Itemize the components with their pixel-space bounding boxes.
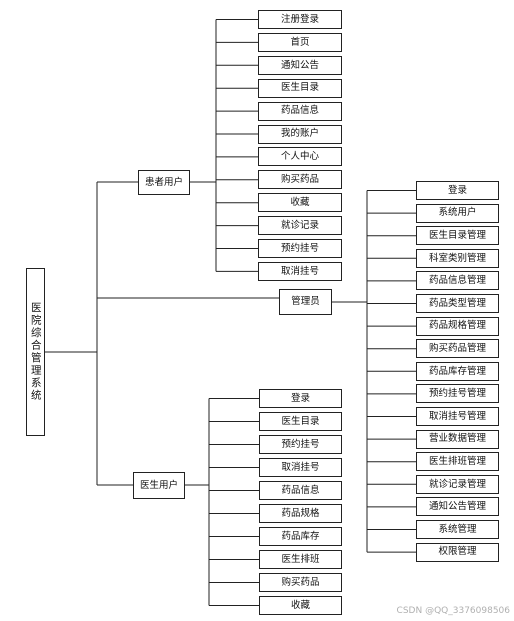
- admin-item: 医生排班管理: [416, 452, 499, 472]
- doctor-node: 医生用户: [133, 472, 185, 499]
- admin-item: 药品类型管理: [416, 294, 499, 313]
- admin-item: 营业数据管理: [416, 429, 499, 449]
- doctor-item: 药品库存: [259, 527, 342, 546]
- doctor-item: 购买药品: [259, 573, 342, 592]
- doctor-item: 医生排班: [259, 550, 342, 569]
- admin-item: 药品信息管理: [416, 271, 499, 291]
- patient-item: 注册登录: [258, 10, 342, 29]
- patient-item: 首页: [258, 32, 342, 52]
- admin-item: 医生目录管理: [416, 226, 499, 246]
- doctor-item: 药品规格: [259, 504, 342, 523]
- patient-node: 患者用户: [138, 170, 190, 195]
- patient-item: 医生目录: [258, 78, 342, 98]
- patient-item: 我的账户: [258, 124, 342, 144]
- admin-item: 权限管理: [416, 542, 499, 562]
- admin-item: 就诊记录管理: [416, 474, 499, 494]
- admin-item: 科室类别管理: [416, 248, 499, 268]
- watermark-text: CSDN @QQ_3376098506: [396, 606, 510, 616]
- patient-item: 预约挂号: [258, 239, 342, 258]
- admin-item: 登录: [416, 181, 499, 200]
- doctor-item: 药品信息: [259, 481, 342, 500]
- patient-item: 就诊记录: [258, 216, 342, 236]
- patient-item: 通知公告: [258, 55, 342, 75]
- doctor-item: 医生目录: [259, 412, 342, 431]
- patient-item: 个人中心: [258, 147, 342, 167]
- admin-node: 管理员: [279, 289, 332, 315]
- admin-item: 购买药品管理: [416, 339, 499, 359]
- root-node: 医院综合管理系统: [26, 268, 45, 436]
- doctor-item: 预约挂号: [259, 435, 342, 454]
- admin-item: 取消挂号管理: [416, 407, 499, 426]
- patient-item: 购买药品: [258, 170, 342, 190]
- doctor-item: 收藏: [259, 596, 342, 615]
- patient-item: 取消挂号: [258, 261, 342, 281]
- admin-item: 系统管理: [416, 520, 499, 539]
- admin-item: 预约挂号管理: [416, 384, 499, 404]
- admin-item: 通知公告管理: [416, 497, 499, 517]
- patient-item: 收藏: [258, 193, 342, 213]
- admin-item: 系统用户: [416, 203, 499, 223]
- doctor-item: 登录: [259, 389, 342, 408]
- doctor-item: 取消挂号: [259, 458, 342, 477]
- admin-item: 药品库存管理: [416, 361, 499, 381]
- admin-item: 药品规格管理: [416, 316, 499, 336]
- patient-item: 药品信息: [258, 101, 342, 121]
